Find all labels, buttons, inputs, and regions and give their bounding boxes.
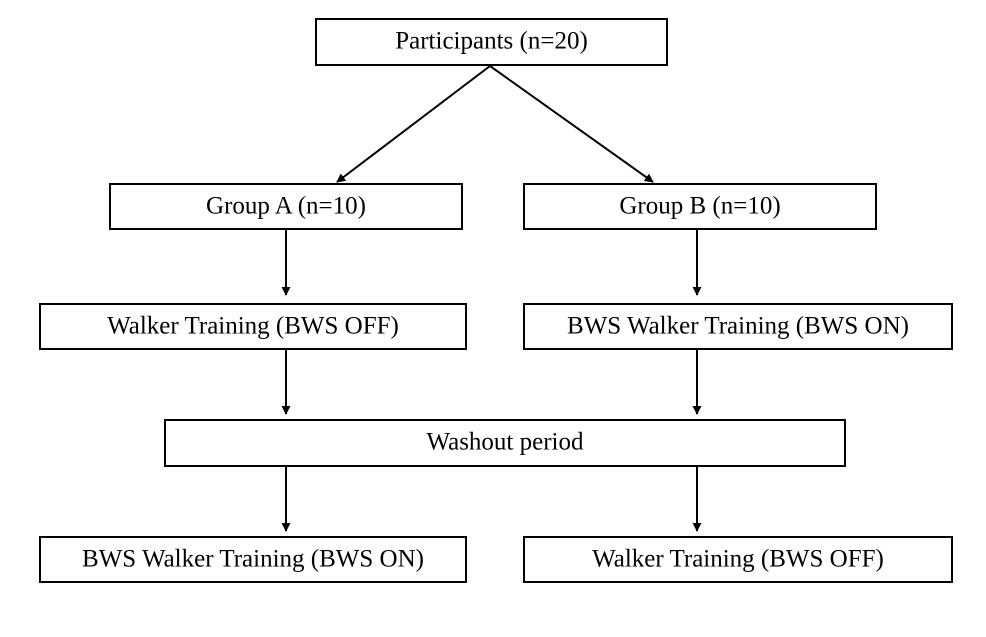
arrow-participants-to-group-b [489,65,654,183]
node-b-first-training-label: BWS Walker Training (BWS ON) [567,313,909,340]
node-washout-label: Washout period [427,429,584,456]
node-washout-box [164,419,846,467]
node-participants: Participants (n=20) [315,18,668,66]
node-a-first-training: Walker Training (BWS OFF) [39,303,467,350]
node-a-first-training-box [39,303,467,350]
node-group-b: Group B (n=10) [523,183,877,230]
node-b-second-training-label: Walker Training (BWS OFF) [592,546,884,573]
node-b-first-training-box [523,303,953,350]
node-washout: Washout period [164,419,846,467]
node-participants-label: Participants (n=20) [395,28,588,55]
node-participants-box [315,18,668,66]
node-group-a: Group A (n=10) [109,183,463,230]
edges [281,65,702,532]
node-b-second-training-box [523,536,953,583]
node-group-a-label: Group A (n=10) [206,193,366,220]
node-a-second-training: BWS Walker Training (BWS ON) [39,536,467,583]
node-b-second-training: Walker Training (BWS OFF) [523,536,953,583]
node-group-b-box [523,183,877,230]
node-group-b-label: Group B (n=10) [619,193,780,220]
node-a-second-training-label: BWS Walker Training (BWS ON) [82,546,424,573]
arrow-participants-to-group-a [336,65,491,183]
node-a-second-training-box [39,536,467,583]
node-a-first-training-label: Walker Training (BWS OFF) [107,313,399,340]
node-b-first-training: BWS Walker Training (BWS ON) [523,303,953,350]
node-group-a-box [109,183,463,230]
